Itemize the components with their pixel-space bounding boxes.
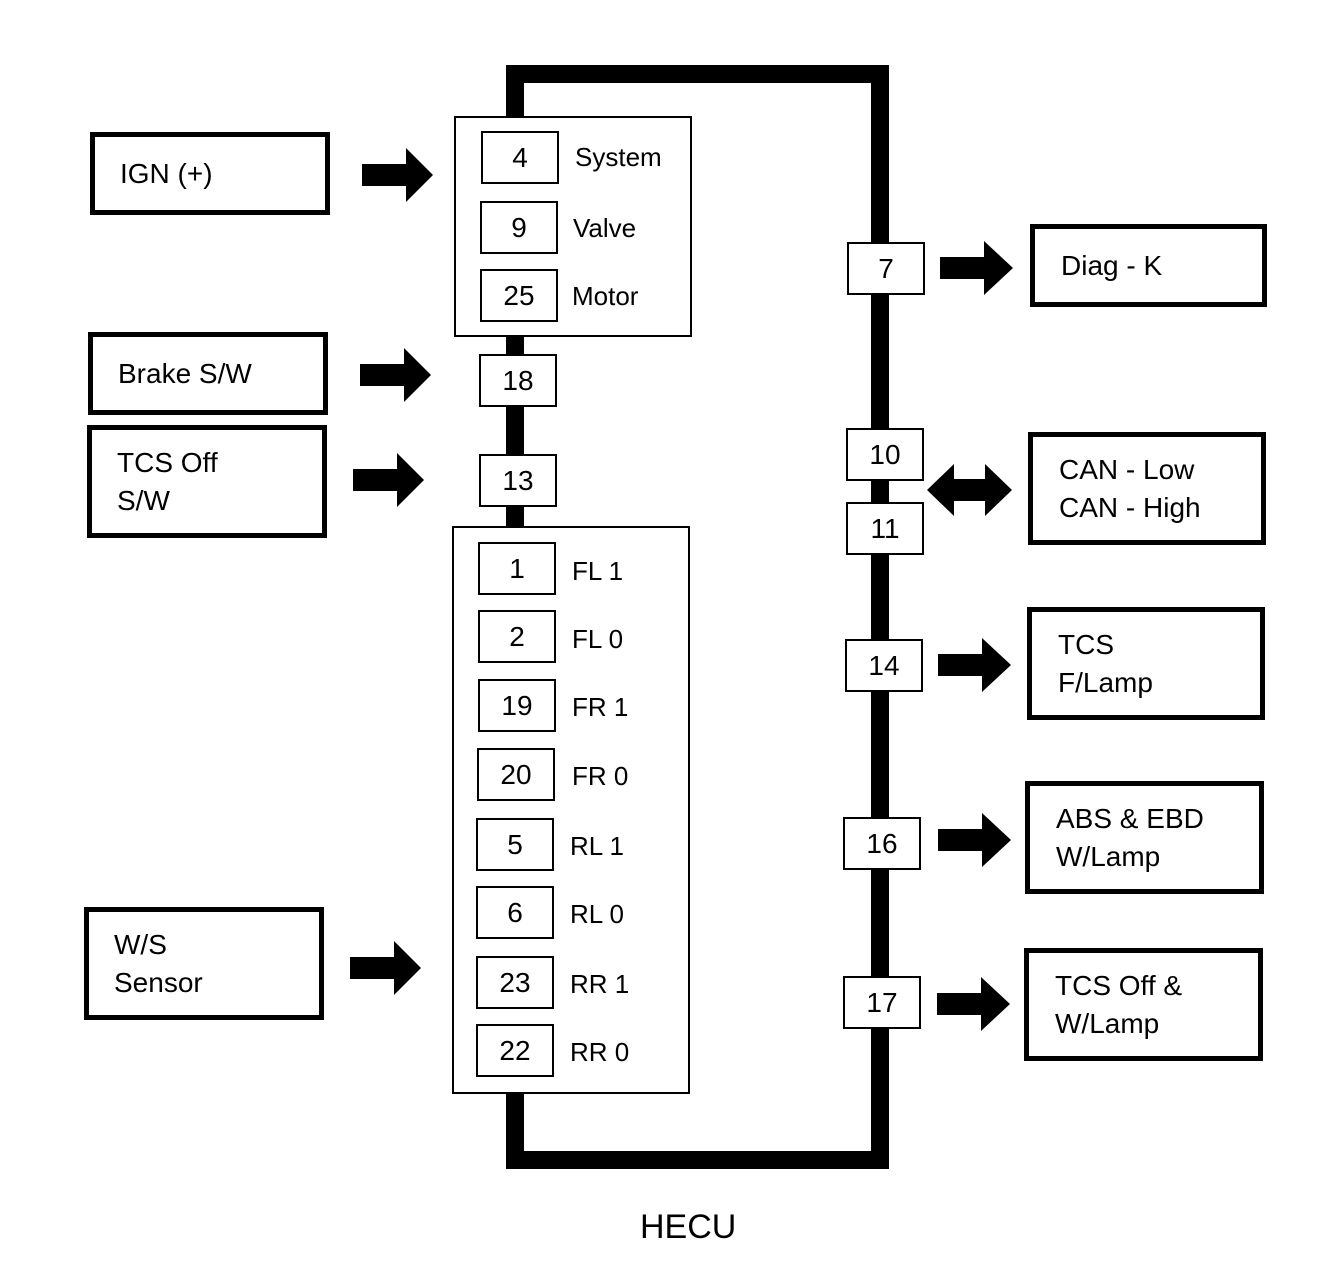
ign-input-box: IGN (+): [90, 132, 330, 215]
can-high-label: CAN - High: [1059, 491, 1201, 523]
pin-2: 2: [478, 610, 556, 663]
pin-13: 13: [479, 454, 557, 507]
pin-6-label: RL 0: [570, 899, 624, 929]
arrow-tcs-off-icon: [353, 453, 424, 507]
arrow-ign-icon: [362, 148, 433, 202]
pin-14: 14: [845, 639, 923, 692]
arrow-can-bidirectional-icon: [927, 464, 1012, 516]
pin-11: 11: [846, 502, 924, 555]
pin-19-label: FR 1: [572, 692, 629, 722]
pin-6: 6: [476, 886, 554, 939]
wheel-speed-sensor-line-2: Sensor: [114, 966, 203, 998]
pin-5: 5: [476, 818, 554, 871]
abs-ebd-warning-lamp-line-1: ABS & EBD: [1056, 802, 1204, 834]
pin-22-label: RR 0: [570, 1037, 630, 1067]
diagram-title: HECU: [640, 1208, 737, 1246]
arrow-abs-lamp-icon: [938, 813, 1011, 867]
pin-19: 19: [478, 679, 556, 732]
tcs-function-lamp-box: TCS F/Lamp: [1027, 607, 1265, 720]
tcs-off-warning-lamp-box: TCS Off & W/Lamp: [1024, 948, 1263, 1061]
arrow-brake-icon: [360, 348, 431, 402]
tcs-function-lamp-line-1: TCS: [1058, 628, 1114, 660]
pin-9-label: Valve: [573, 213, 637, 243]
pin-18: 18: [479, 354, 557, 407]
arrow-ws-sensor-icon: [350, 941, 421, 995]
abs-ebd-warning-lamp-box: ABS & EBD W/Lamp: [1025, 781, 1264, 894]
tcs-off-warning-lamp-line-1: TCS Off &: [1055, 969, 1183, 1001]
pin-1-label: FL 1: [572, 556, 624, 586]
pin-20-label: FR 0: [572, 761, 629, 791]
tcs-off-switch-line-1: TCS Off: [117, 446, 218, 478]
diag-k-label: Diag - K: [1061, 249, 1163, 281]
pin-22: 22: [476, 1024, 554, 1077]
brake-switch-label: Brake S/W: [118, 357, 252, 389]
wheel-speed-sensor-box: W/S Sensor: [84, 907, 324, 1020]
pin-16: 16: [843, 817, 921, 870]
tcs-off-warning-lamp-line-2: W/Lamp: [1055, 1007, 1160, 1039]
wheel-speed-sensor-line-1: W/S: [114, 928, 167, 960]
pin-1: 1: [478, 542, 556, 595]
arrow-tcs-lamp-icon: [938, 638, 1011, 692]
can-low-label: CAN - Low: [1059, 453, 1195, 485]
tcs-off-switch-line-2: S/W: [117, 484, 170, 516]
ign-label: IGN (+): [120, 157, 213, 189]
pin-23-label: RR 1: [570, 969, 630, 999]
pin-25: 25: [480, 269, 558, 322]
pin-4-label: System: [575, 142, 662, 172]
pin-5-label: RL 1: [570, 831, 624, 861]
arrow-diag-icon: [940, 241, 1013, 295]
arrow-tcs-off-lamp-icon: [937, 977, 1010, 1031]
pin-4: 4: [481, 131, 559, 184]
pin-25-label: Motor: [572, 281, 639, 311]
diag-k-box: Diag - K: [1030, 224, 1267, 307]
pin-10: 10: [846, 428, 924, 481]
pin-17: 17: [843, 976, 921, 1029]
abs-ebd-warning-lamp-line-2: W/Lamp: [1056, 840, 1161, 872]
pin-7: 7: [847, 242, 925, 295]
can-bus-box: CAN - Low CAN - High: [1028, 432, 1266, 545]
pin-9: 9: [480, 201, 558, 254]
pin-20: 20: [477, 748, 555, 801]
brake-switch-box: Brake S/W: [88, 332, 328, 415]
tcs-off-switch-box: TCS Off S/W: [87, 425, 327, 538]
pin-23: 23: [476, 956, 554, 1009]
tcs-function-lamp-line-2: F/Lamp: [1058, 666, 1153, 698]
pin-2-label: FL 0: [572, 624, 624, 654]
